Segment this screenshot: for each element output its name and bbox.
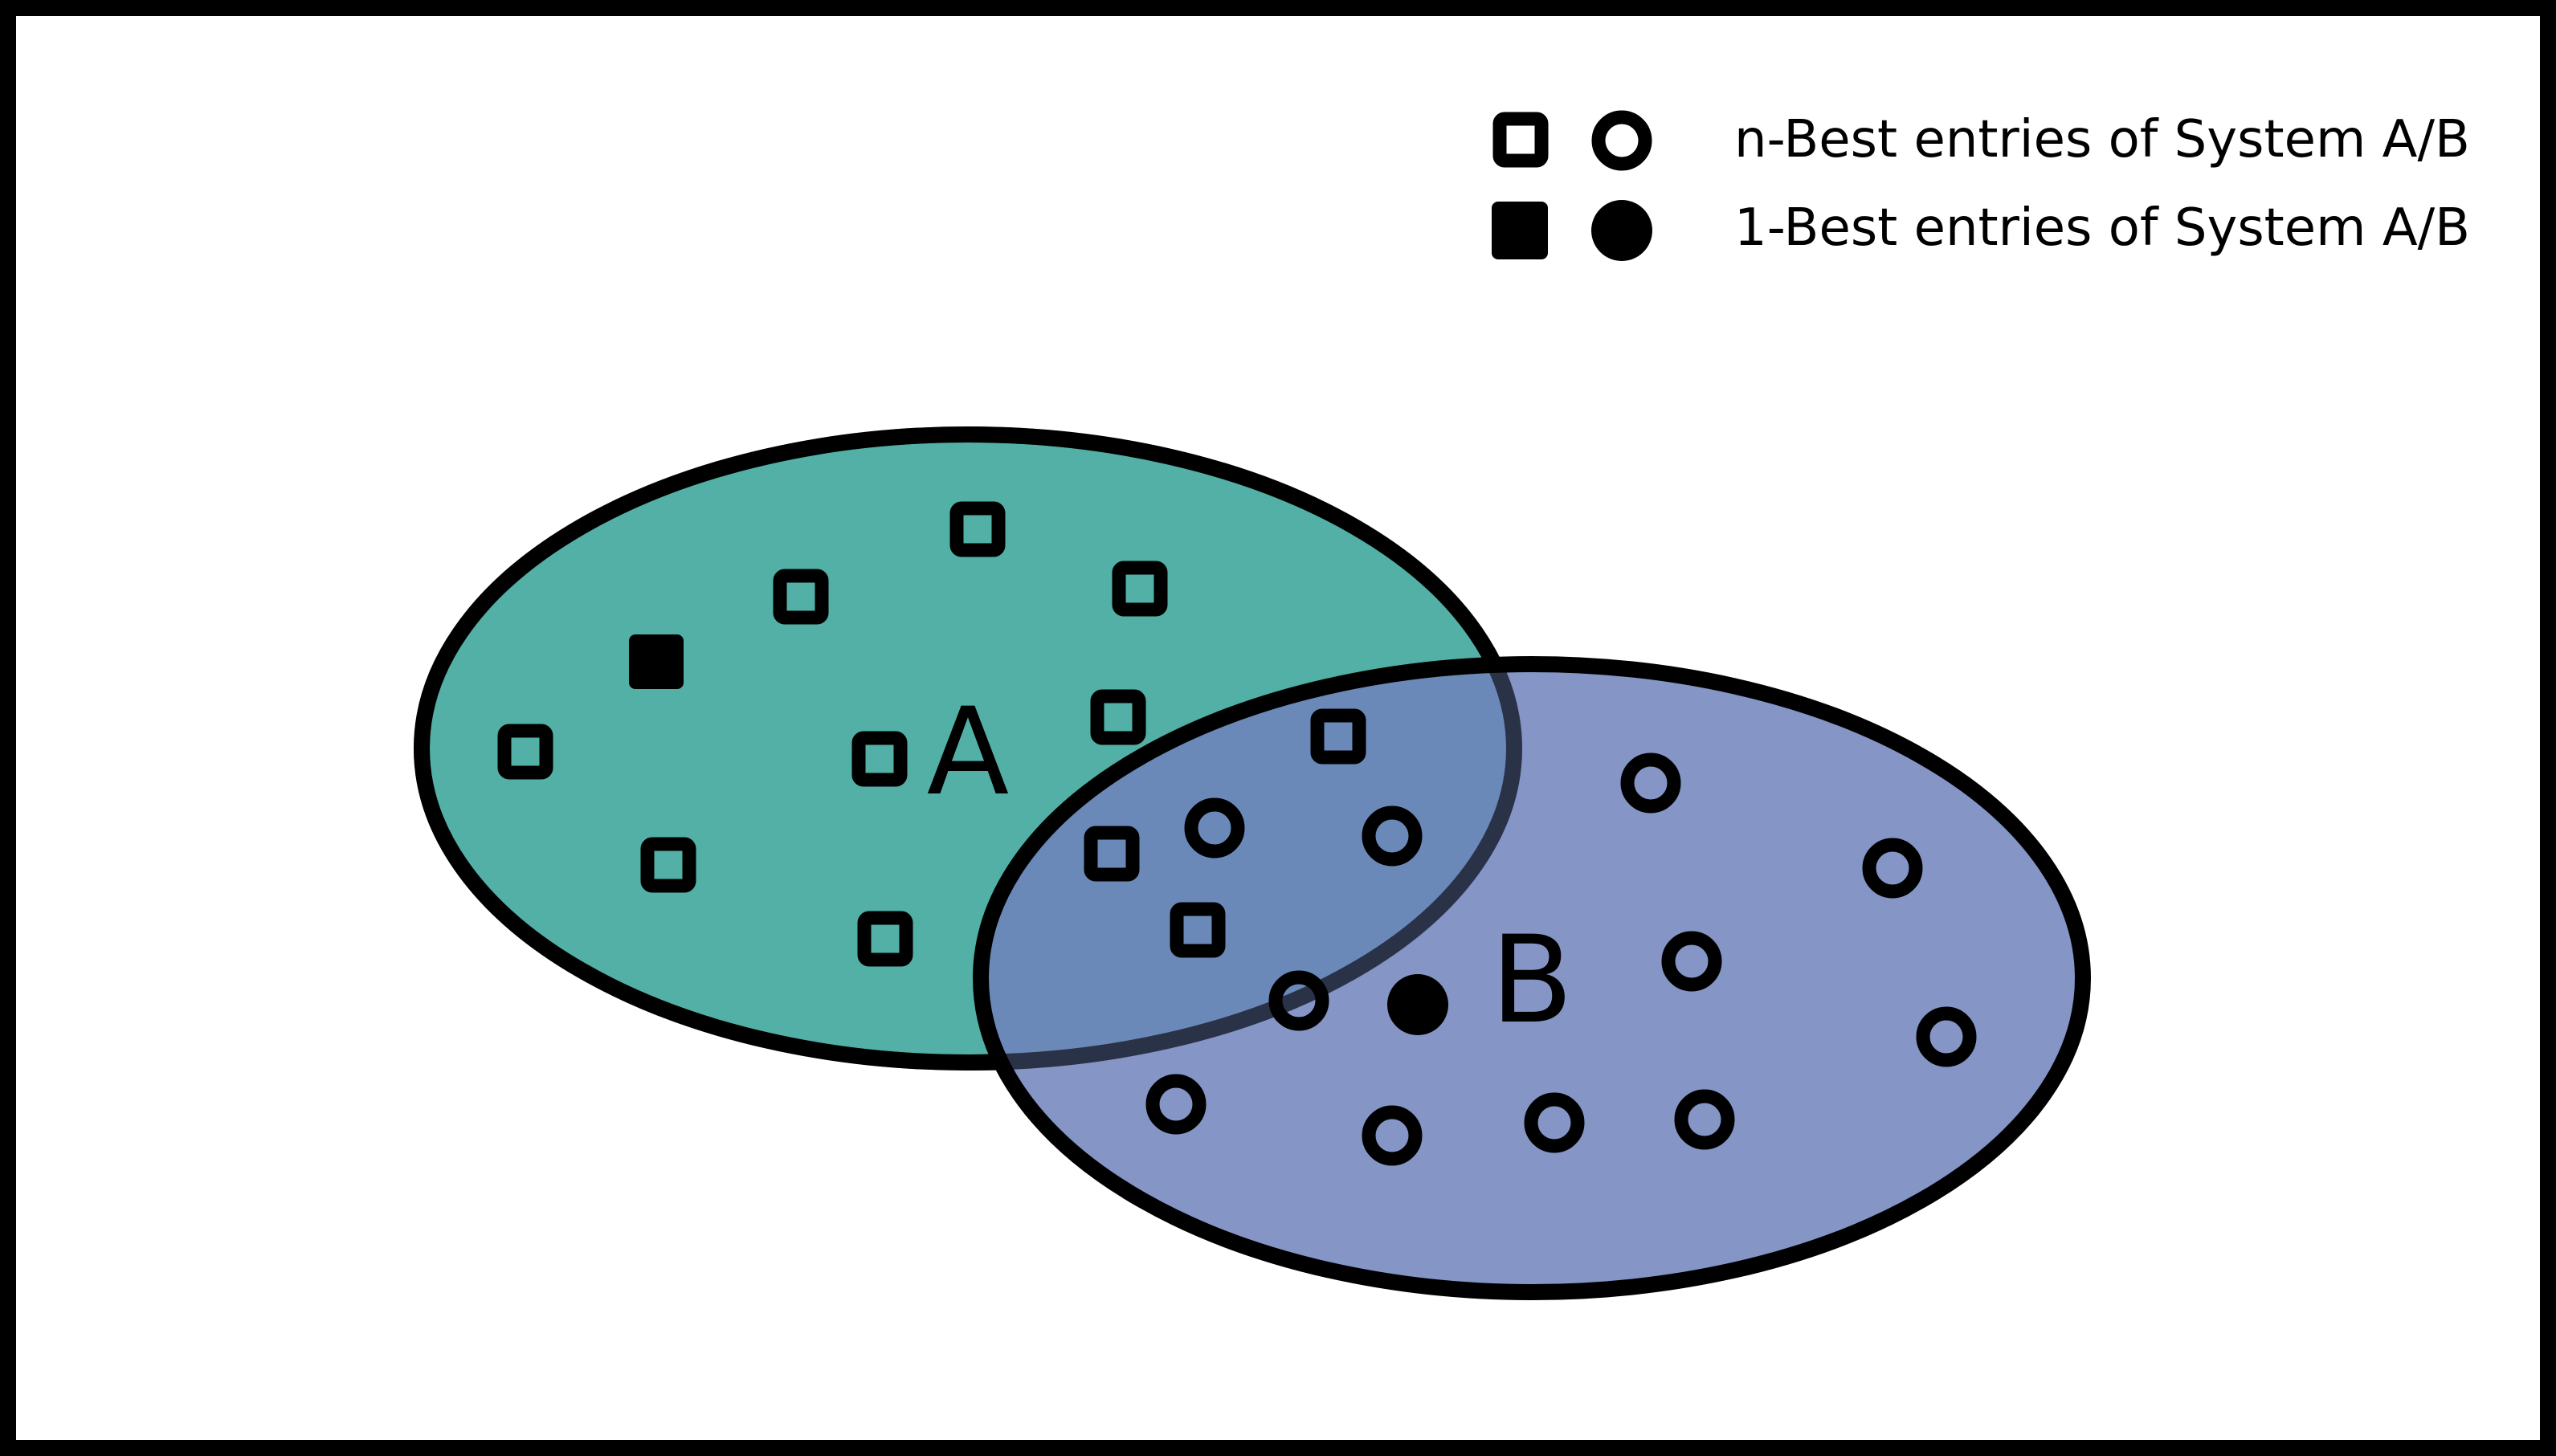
n-best-circle-b <box>1184 797 1245 859</box>
n-best-circle-b <box>1661 931 1722 992</box>
n-best-square-a <box>1310 708 1366 765</box>
n-best-square-a <box>497 724 553 780</box>
set-a-label: A <box>927 683 1010 822</box>
n-best-square-a <box>857 911 913 967</box>
n-best-circle-b <box>1916 1006 1977 1067</box>
n-best-square-a <box>1084 826 1140 882</box>
set-b-ellipse <box>973 656 2091 1300</box>
set-b-label: B <box>1491 911 1574 1050</box>
n-best-circle-b <box>1362 1105 1423 1166</box>
n-best-circle-b <box>1620 752 1681 814</box>
n-best-circle-b <box>1268 970 1329 1031</box>
n-best-square-a <box>640 837 696 893</box>
n-best-square-a <box>1112 561 1168 617</box>
n-best-circle-b <box>1862 838 1923 899</box>
n-best-square-a <box>949 501 1006 557</box>
system-a-n-best-entries <box>497 501 1366 967</box>
legend: n-Best entries of System A/B 1-Best entr… <box>1492 110 2470 261</box>
n-best-square-a <box>851 731 908 787</box>
n-best-circle-b <box>1145 1074 1207 1135</box>
legend-one-best-label: 1-Best entries of System A/B <box>1734 198 2470 258</box>
one-best-circle-b <box>1387 974 1448 1035</box>
set-a-outline-overlay <box>414 426 1522 1071</box>
legend-one-best-circle-icon <box>1591 200 1652 261</box>
legend-n-best-label: n-Best entries of System A/B <box>1734 110 2470 169</box>
n-best-square-a <box>1090 689 1146 745</box>
n-best-circle-b <box>1524 1092 1585 1153</box>
legend-one-best-square-icon <box>1492 202 1548 259</box>
system-b-n-best-entries <box>1145 752 1977 1166</box>
n-best-circle-b <box>1362 805 1423 867</box>
n-best-circle-b <box>1674 1089 1735 1150</box>
legend-n-best-square-icon <box>1492 112 1549 168</box>
one-best-square-a <box>629 634 684 689</box>
legend-n-best-circle-icon <box>1591 110 1652 171</box>
n-best-square-a <box>1170 902 1226 958</box>
n-best-square-a <box>773 569 829 625</box>
